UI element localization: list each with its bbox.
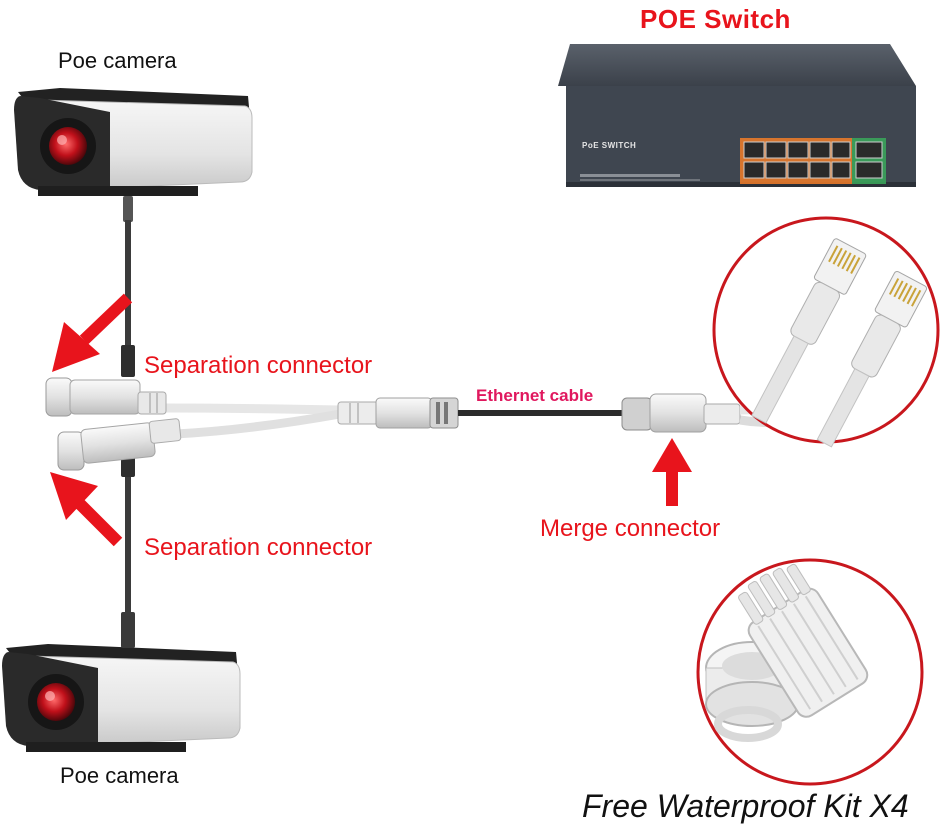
ethernet-cable (458, 410, 626, 416)
separation-connector-bottom (57, 418, 182, 471)
rj45-zoom-circle (712, 216, 940, 448)
arrow-separation-bottom (50, 472, 123, 547)
separation-connector-top (45, 377, 167, 417)
camera-bottom-label: Poe camera (60, 763, 179, 788)
switch-title: POE Switch (640, 4, 791, 34)
camera-top (14, 88, 253, 377)
switch-brand-label: PoE SWITCH (582, 141, 637, 150)
camera-top-label: Poe camera (58, 48, 177, 73)
waterproof-kit-label: Free Waterproof Kit X4 (582, 788, 909, 824)
ethernet-cable-label: Ethernet cable (476, 386, 594, 405)
separation-bottom-label: Separation connector (144, 534, 373, 561)
poe-switch (558, 44, 916, 187)
arrow-separation-top (52, 293, 133, 372)
separation-splitter (45, 377, 459, 471)
waterproof-kit-circle (696, 558, 924, 786)
arrow-merge (652, 438, 692, 506)
merge-connector-label: Merge connector (540, 515, 721, 542)
separation-top-label: Separation connector (144, 352, 373, 379)
camera-bottom (2, 455, 241, 752)
